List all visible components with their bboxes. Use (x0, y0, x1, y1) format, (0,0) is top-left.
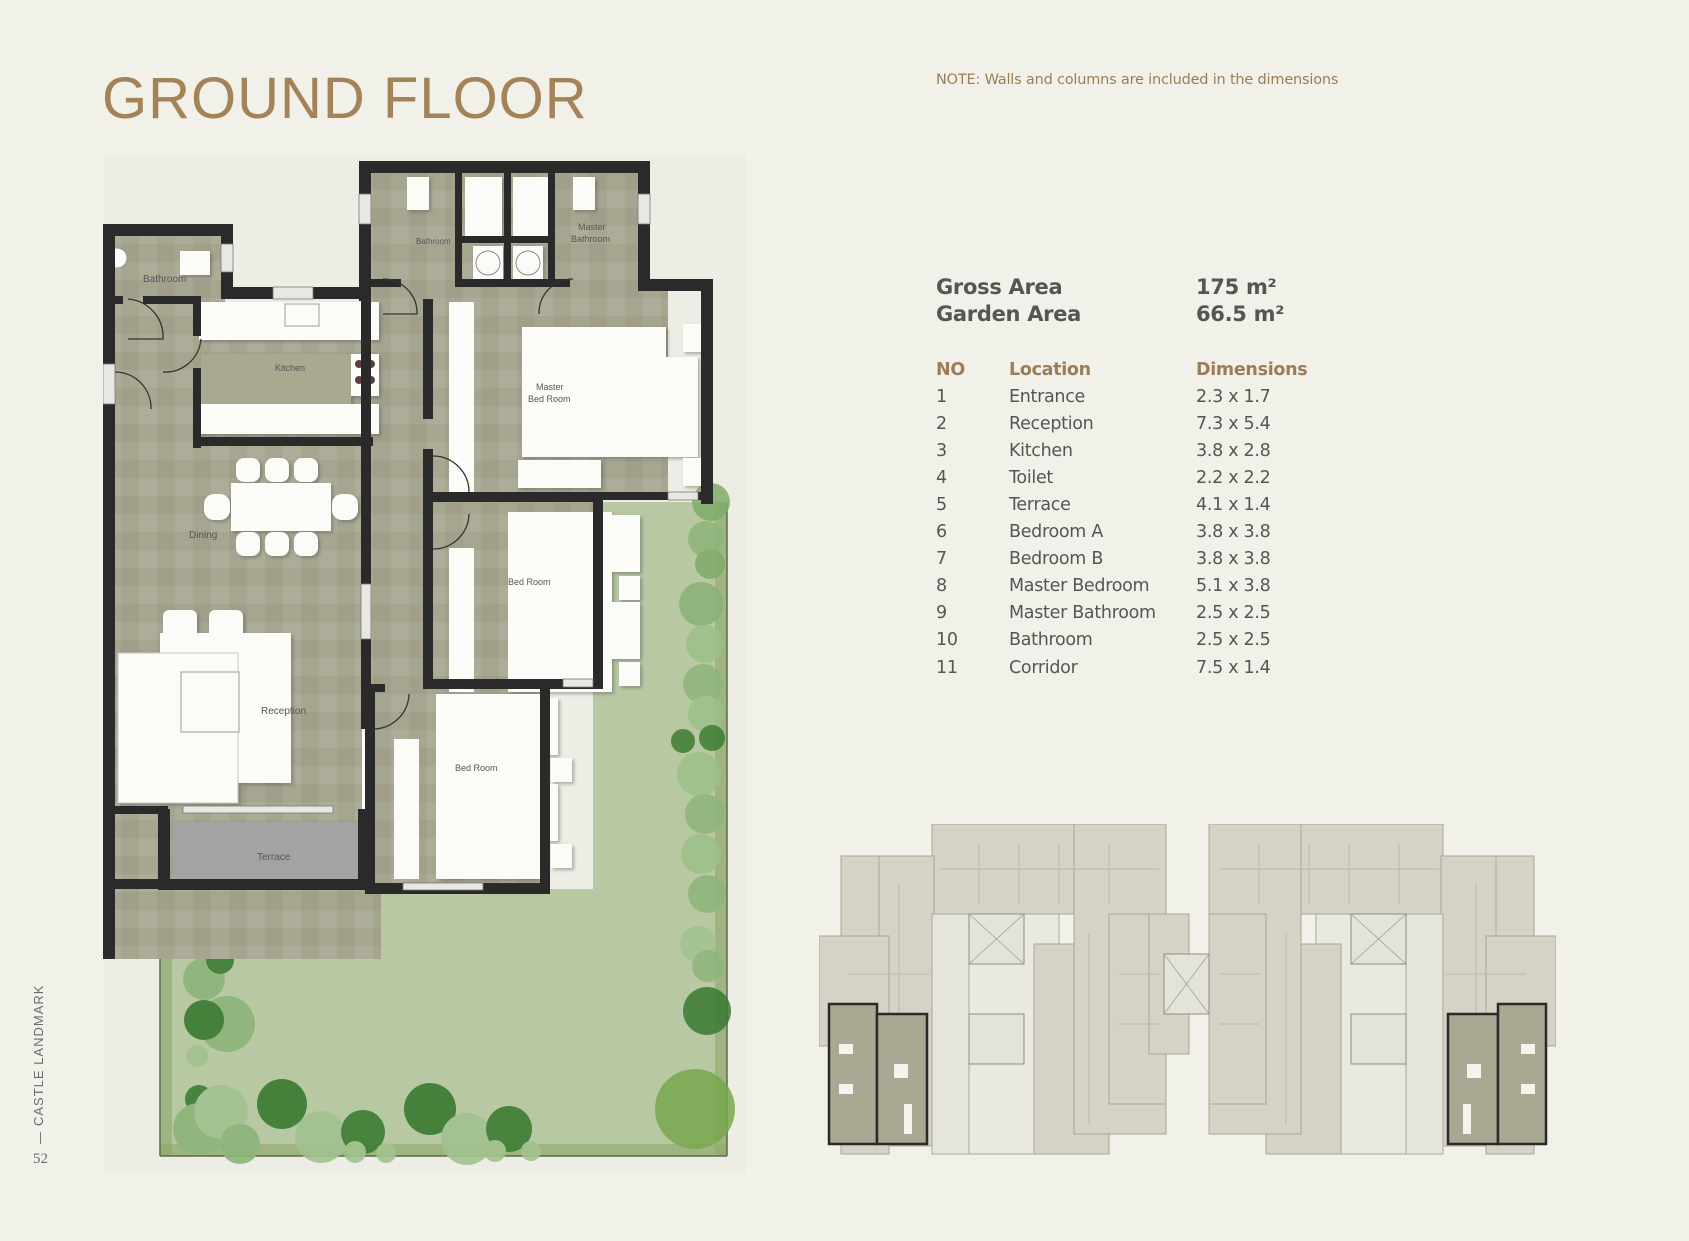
building-key-plan (818, 823, 1557, 1156)
gross-area-value: 175 m² (1196, 274, 1277, 299)
label-kitchen: Kitchen (275, 363, 305, 373)
row-no: 9 (936, 603, 947, 624)
row-no: 7 (936, 549, 947, 570)
row-dimensions: 2.5 x 2.5 (1196, 630, 1271, 651)
reception-furniture (117, 610, 291, 804)
bathroom-fixtures (180, 177, 595, 282)
floor-plan: Bathroom Bathroom Master Bathroom Kitche… (103, 154, 746, 1174)
row-dimensions: 2.5 x 2.5 (1196, 603, 1271, 624)
row-dimensions: 7.5 x 1.4 (1196, 657, 1271, 678)
table-row: 1 Entrance 2.3 x 1.7 (936, 383, 1336, 410)
row-no: 6 (936, 522, 947, 543)
row-location: Kitchen (1009, 440, 1073, 461)
label-reception: Reception (261, 706, 306, 717)
terrace-floor (173, 822, 368, 888)
label-bathroom-left: Bathroom (143, 274, 186, 285)
table-row: 8 Master Bedroom 5.1 x 3.8 (936, 573, 1336, 600)
divider (40, 1132, 41, 1144)
header-no: NO (936, 359, 965, 380)
dining-table (204, 458, 358, 556)
row-no: 1 (936, 386, 947, 407)
row-location: Bathroom (1009, 630, 1093, 651)
table-row: 5 Terrace 4.1 x 1.4 (936, 491, 1336, 518)
row-no: 5 (936, 495, 947, 516)
table-row: 4 Toilet 2.2 x 2.2 (936, 464, 1336, 491)
label-terrace: Terrace (257, 852, 291, 863)
row-location: Terrace (1009, 495, 1071, 516)
table-row: 6 Bedroom A 3.8 x 3.8 (936, 519, 1336, 546)
label-bedroom-b: Bed Room (455, 763, 498, 773)
label-dining: Dining (189, 530, 217, 541)
row-dimensions: 2.3 x 1.7 (1196, 386, 1271, 407)
label-master-bedroom-2: Bed Room (528, 394, 571, 404)
garden-area-value: 66.5 m² (1196, 301, 1285, 326)
label-master-bathroom-1: Master (578, 222, 606, 232)
row-location: Bedroom A (1009, 522, 1103, 543)
page-number: 52 (33, 1151, 48, 1167)
header-dimensions: Dimensions (1196, 359, 1308, 380)
garden-area-label: Garden Area (936, 301, 1082, 326)
gross-area-row: Gross Area 175 m² (936, 273, 1284, 300)
garden-area-row: Garden Area 66.5 m² (936, 300, 1284, 327)
row-location: Master Bathroom (1009, 603, 1156, 624)
page-title: GROUND FLOOR (102, 66, 588, 131)
table-row: 9 Master Bathroom 2.5 x 2.5 (936, 600, 1336, 627)
table-header: NO Location Dimensions (936, 356, 1336, 383)
row-location: Bedroom B (1009, 549, 1104, 570)
kitchen (199, 302, 379, 434)
label-bedroom-a: Bed Room (508, 577, 551, 587)
row-dimensions: 3.8 x 3.8 (1196, 522, 1271, 543)
row-dimensions: 2.2 x 2.2 (1196, 467, 1271, 488)
row-no: 2 (936, 413, 947, 434)
row-no: 10 (936, 630, 958, 651)
door-swings (114, 278, 574, 730)
row-dimensions: 3.8 x 2.8 (1196, 440, 1271, 461)
dimensions-table: NO Location Dimensions 1 Entrance 2.3 x 1.… (936, 356, 1336, 681)
table-row: 11 Corridor 7.5 x 1.4 (936, 654, 1336, 681)
row-no: 4 (936, 467, 947, 488)
row-location: Corridor (1009, 657, 1078, 678)
master-bed (518, 324, 707, 488)
label-bathroom-top: Bathroom (416, 237, 451, 246)
table-row: 3 Kitchen 3.8 x 2.8 (936, 437, 1336, 464)
bedroom-b-beds (436, 694, 572, 879)
row-dimensions: 3.8 x 3.8 (1196, 549, 1271, 570)
row-location: Entrance (1009, 386, 1086, 407)
row-dimensions: 4.1 x 1.4 (1196, 495, 1271, 516)
label-master-bedroom-1: Master (536, 382, 564, 392)
highlighted-unit-left (827, 1002, 929, 1146)
windows (103, 193, 699, 891)
gross-area-label: Gross Area (936, 274, 1063, 299)
row-no: 11 (936, 657, 958, 678)
header-location: Location (1009, 359, 1091, 380)
row-location: Reception (1009, 413, 1094, 434)
bedroom-a-beds (508, 512, 640, 692)
row-location: Toilet (1009, 467, 1053, 488)
row-dimensions: 5.1 x 3.8 (1196, 576, 1271, 597)
highlighted-unit-right (1446, 1002, 1548, 1146)
area-summary: Gross Area 175 m² Garden Area 66.5 m² (936, 273, 1284, 327)
table-row: 2 Reception 7.3 x 5.4 (936, 410, 1336, 437)
dimensions-note: NOTE: Walls and columns are included in … (936, 72, 1339, 88)
row-dimensions: 7.3 x 5.4 (1196, 413, 1271, 434)
table-row: 10 Bathroom 2.5 x 2.5 (936, 627, 1336, 654)
label-master-bathroom-2: Bathroom (571, 234, 610, 244)
row-no: 8 (936, 576, 947, 597)
row-location: Master Bedroom (1009, 576, 1150, 597)
brand-name: CASTLE LANDMARK (31, 984, 46, 1126)
table-row: 7 Bedroom B 3.8 x 3.8 (936, 546, 1336, 573)
row-no: 3 (936, 440, 947, 461)
